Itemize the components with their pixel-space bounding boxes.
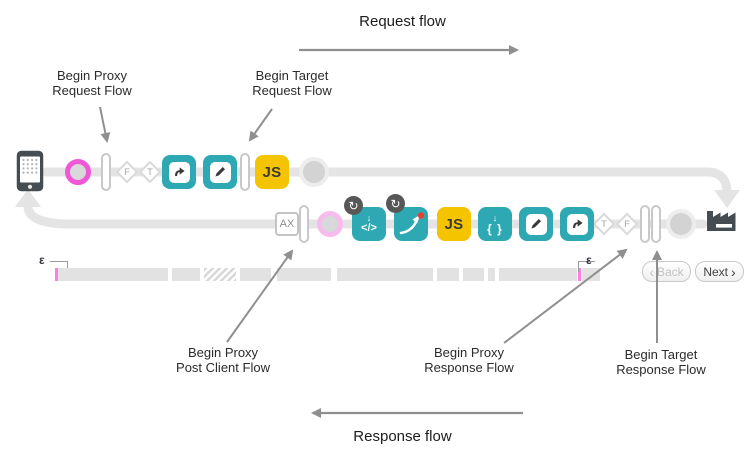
begin-proxy-post-client-flow-label: Begin Proxy Post Client Flow	[153, 345, 293, 375]
condition-false-diamond-response[interactable]: F	[615, 212, 639, 236]
label-line: Begin Proxy	[187, 345, 259, 360]
js-label: JS	[444, 215, 464, 233]
code-glyph: </>	[361, 222, 377, 234]
condition-letter: F	[624, 218, 630, 230]
condition-false-diamond-request[interactable]: F	[115, 160, 139, 184]
elapsed-bracket-right	[578, 261, 579, 272]
timeline-bar	[55, 268, 601, 281]
assign-message-policy-icon-response[interactable]	[560, 207, 594, 241]
chevron-right-icon: ›	[731, 263, 736, 280]
begin-proxy-request-flow-label: Begin Proxy Request Flow	[22, 68, 162, 98]
begin-proxy-post-client-flow-marker[interactable]	[299, 205, 309, 243]
timeline-segment	[58, 268, 168, 281]
extract-variables-policy-icon[interactable]: ↓ { }	[478, 207, 512, 241]
next-button[interactable]: Next ›	[695, 261, 744, 282]
timeline-marker-tick	[55, 268, 58, 281]
timeline-segment	[582, 268, 600, 281]
edit-policy-icon-response[interactable]	[519, 207, 553, 241]
label-line: Request Flow	[52, 83, 132, 98]
pencil-icon	[525, 213, 547, 235]
clipboard-forward-arrow-icon	[168, 161, 190, 183]
replay-arrow-glyph: ↻	[390, 196, 401, 211]
begin-proxy-request-flow-marker[interactable]	[101, 153, 111, 191]
label-line: Begin Target	[255, 68, 329, 83]
label-line: Post Client Flow	[176, 360, 270, 375]
timeline-segment-hatched	[204, 268, 236, 281]
begin-proxy-post-client-flow-arrow	[226, 249, 294, 343]
condition-letter: T	[601, 218, 607, 230]
clipboard-forward-arrow-icon	[566, 213, 588, 235]
factory-icon[interactable]	[704, 205, 740, 238]
analytics-label: AX	[279, 218, 295, 230]
begin-target-request-flow-label: Begin Target Request Flow	[222, 68, 362, 98]
response-transition-dot[interactable]	[670, 213, 692, 235]
smartphone-icon[interactable]	[16, 150, 44, 197]
begin-proxy-response-flow-label: Begin Proxy Response Flow	[399, 345, 539, 375]
analytics-step-box[interactable]: AX	[275, 212, 299, 236]
label-line: Begin Proxy	[433, 345, 505, 360]
proxy-endpoint-marker-request[interactable]	[65, 159, 91, 185]
timeline-segment	[240, 268, 271, 281]
request-transition-dot[interactable]	[303, 161, 325, 183]
begin-proxy-response-flow-marker[interactable]	[640, 205, 650, 243]
js-label: JS	[262, 163, 282, 181]
condition-letter: T	[147, 166, 153, 178]
pencil-icon	[209, 161, 231, 183]
timeline-segment	[437, 268, 459, 281]
proxy-endpoint-marker-response[interactable]	[317, 211, 343, 237]
label-line: Begin Proxy	[56, 68, 128, 83]
edit-policy-icon[interactable]	[203, 155, 237, 189]
elapsed-epsilon-left: ε	[39, 253, 45, 267]
elapsed-epsilon-right: ε	[586, 253, 592, 267]
back-button-label: Back	[656, 264, 684, 279]
condition-true-diamond-response[interactable]: T	[592, 212, 616, 236]
label-line: Response Flow	[616, 362, 706, 377]
timeline-segment	[499, 268, 577, 281]
replay-arrow-glyph: ↻	[348, 198, 359, 213]
timeline-segment	[277, 268, 331, 281]
begin-target-response-flow-label: Begin Target Response Flow	[591, 347, 731, 377]
braces-with-down-arrow-icon: ↓ { }	[487, 212, 503, 236]
request-flow-heading: Request flow	[359, 13, 446, 30]
timeline-segment	[488, 268, 495, 281]
back-button[interactable]: ‹ Back	[642, 261, 691, 282]
code-with-down-arrow-icon: ↓ </>	[361, 214, 377, 234]
condition-letter: F	[124, 166, 130, 178]
begin-target-request-flow-arrow	[248, 108, 273, 142]
begin-target-request-flow-marker[interactable]	[240, 153, 250, 191]
response-flow-heading: Response flow	[353, 428, 452, 445]
replay-badge-icon: ↻	[344, 196, 363, 215]
begin-target-response-flow-marker[interactable]	[651, 205, 661, 243]
begin-proxy-request-flow-arrow	[99, 106, 111, 143]
assign-message-policy-icon[interactable]	[162, 155, 196, 189]
label-line: Request Flow	[252, 83, 332, 98]
chevron-left-icon: ‹	[649, 263, 654, 280]
elapsed-bracket-left	[50, 261, 68, 262]
condition-true-diamond-request[interactable]: T	[138, 160, 162, 184]
timeline-segment	[337, 268, 433, 281]
javascript-policy-icon-request[interactable]: JS	[255, 155, 289, 189]
next-button-label: Next	[703, 264, 728, 279]
label-line: Response Flow	[424, 360, 514, 375]
javascript-policy-icon-response[interactable]: JS	[437, 207, 471, 241]
begin-proxy-response-flow-arrow	[503, 248, 628, 344]
down-arrow-glyph: ↓	[492, 212, 498, 223]
braces-glyph: { }	[487, 221, 503, 236]
replay-badge-icon: ↻	[386, 194, 405, 213]
timeline-segment	[172, 268, 200, 281]
down-arrow-glyph: ↓	[366, 213, 372, 223]
timeline-segment	[463, 268, 484, 281]
elapsed-bracket-left	[67, 261, 68, 272]
label-line: Begin Target	[624, 347, 698, 362]
